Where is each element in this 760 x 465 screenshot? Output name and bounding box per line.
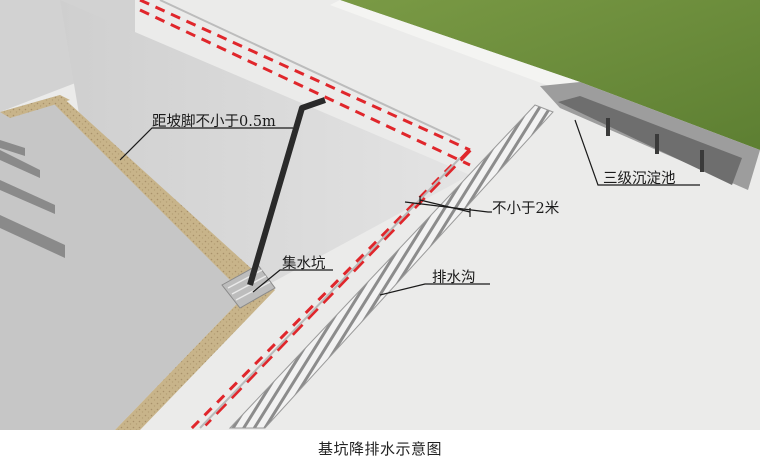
- label-slope-toe-distance: 距坡脚不小于0.5m: [152, 114, 276, 130]
- dimension-marker: [419, 196, 471, 217]
- drainage-ditch: [228, 104, 554, 429]
- pit-slope: [60, 0, 470, 300]
- drainage-pipe: [247, 97, 326, 286]
- label-sump: 集水坑: [282, 256, 326, 272]
- pit-floor: [0, 95, 255, 430]
- scene-illustration: [0, 0, 760, 432]
- label-sedimentation-tank: 三级沉淀池: [603, 171, 676, 187]
- safety-fence-top: [139, 0, 471, 167]
- sand-border-right: [50, 95, 275, 300]
- grass-area: [340, 0, 760, 150]
- sand-border-bottom: [115, 285, 275, 430]
- road-edge: [330, 0, 580, 90]
- sump-pit: [221, 264, 276, 309]
- tank-partitions: [606, 118, 704, 172]
- label-drainage-ditch: 排水沟: [432, 270, 476, 286]
- figure-caption: 基坑降排水示意图: [317, 440, 442, 458]
- leader-lines: [119, 119, 700, 296]
- pit-support-beams: [0, 140, 65, 258]
- tank-chambers: [558, 96, 742, 185]
- label-min-distance: 不小于2米: [492, 201, 560, 217]
